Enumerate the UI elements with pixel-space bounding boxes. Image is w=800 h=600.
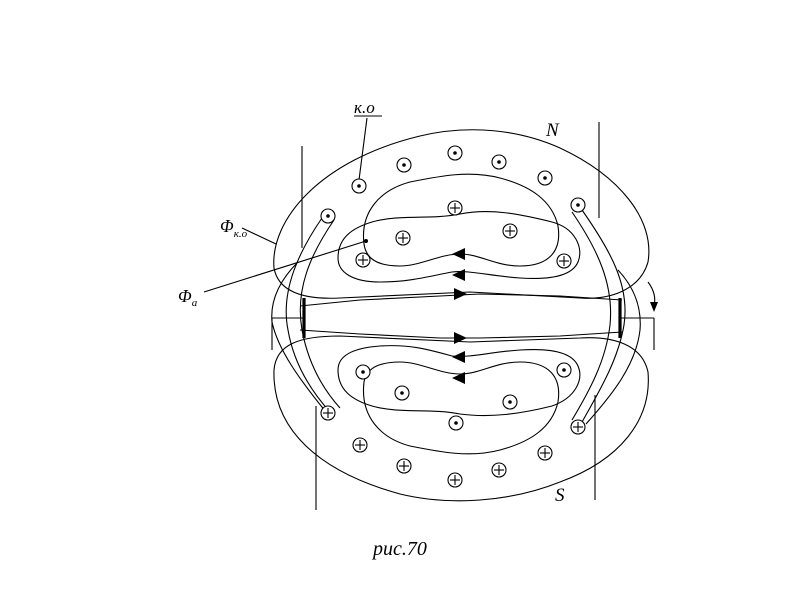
label-south-pole: S	[555, 485, 565, 506]
conductor-cross	[447, 472, 463, 488]
conductor-dot	[394, 385, 410, 401]
side-curves	[271, 209, 641, 425]
conductor-cross	[491, 462, 507, 478]
pole-lines	[301, 122, 600, 510]
upper-inner-flux-loop-outer	[337, 211, 581, 283]
conductor-dot	[447, 145, 463, 161]
leader-lines	[203, 115, 382, 293]
arrow-right-icon	[454, 332, 467, 344]
conductor-dot	[570, 197, 586, 213]
right-side-curve-b	[571, 211, 612, 421]
conductor-dot	[556, 362, 572, 378]
label-ko: к.о	[354, 98, 375, 117]
label-phi-a-sub: a	[192, 297, 198, 309]
flux-arrows	[452, 248, 467, 384]
conductor-cross	[556, 253, 572, 269]
lower-inner-flux-loop-outer	[337, 345, 581, 417]
arrow-left-icon	[452, 372, 465, 384]
conductor-cross	[502, 223, 518, 239]
central-flux-lines	[299, 293, 623, 339]
label-phi-ko-main: Φ	[220, 216, 234, 236]
conductors	[320, 145, 586, 488]
arrow-down-icon	[650, 302, 658, 312]
conductor-dot	[537, 170, 553, 186]
label-phi-ko-sub: к.о	[234, 228, 248, 240]
arrow-left-icon	[452, 269, 465, 281]
conductor-cross	[355, 252, 371, 268]
label-phi-a-main: Φ	[178, 286, 192, 306]
right-side-curve-c	[585, 269, 641, 425]
upper-inner-flux-loop-inner	[362, 173, 560, 267]
left-side-curve-a	[285, 217, 331, 413]
right-side-curve-a	[581, 209, 626, 423]
conductor-cross	[395, 230, 411, 246]
conductor-cross	[447, 200, 463, 216]
lower-outer-flux-loop	[273, 335, 649, 502]
conductor-dot	[448, 415, 464, 431]
arrow-left-icon	[452, 351, 465, 363]
conductor-cross	[570, 419, 586, 435]
label-north-pole: N	[545, 120, 560, 141]
arrow-right-icon	[454, 288, 467, 300]
upper-outer-flux-loop	[273, 129, 650, 299]
inner-flux-loops	[337, 173, 581, 455]
arrow-left-icon	[452, 248, 465, 260]
rotation-arrow	[647, 281, 658, 312]
conductor-dot	[351, 178, 367, 194]
brushes	[271, 298, 655, 350]
conductor-cross	[396, 458, 412, 474]
conductor-dot	[320, 208, 336, 224]
conductor-dot	[502, 394, 518, 410]
label-phi-ko: Φк.о	[220, 216, 248, 240]
label-phi-a: Φa	[178, 286, 198, 309]
outer-flux-loops	[273, 129, 650, 502]
conductor-cross	[352, 437, 368, 453]
lower-inner-flux-loop-inner	[362, 361, 560, 455]
conductor-dot	[491, 154, 507, 170]
conductor-cross	[320, 405, 336, 421]
figure-caption: рис.70	[373, 538, 427, 560]
conductor-dot	[355, 364, 371, 380]
conductor-dot	[396, 157, 412, 173]
conductor-cross	[537, 445, 553, 461]
